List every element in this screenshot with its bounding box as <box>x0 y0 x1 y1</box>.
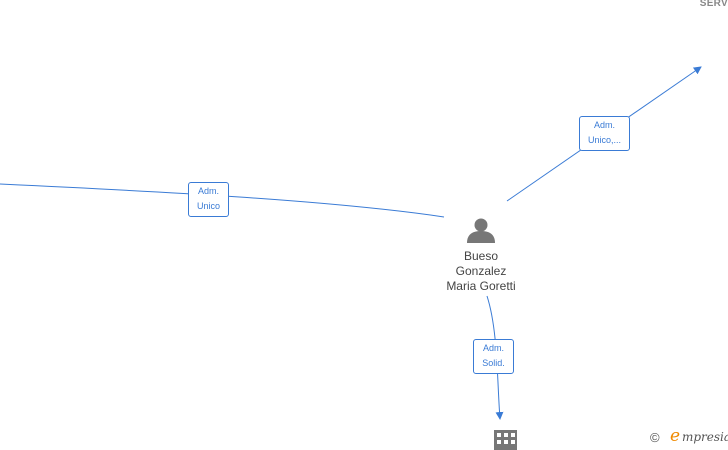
edge-label-upper-line1: Adm. <box>593 120 615 130</box>
edge-label-lower-line1: Adm. <box>482 343 504 353</box>
person-name-line2: Gonzalez <box>455 264 507 278</box>
brand-logo-text: mpresia <box>682 430 728 444</box>
building-icon[interactable] <box>494 430 517 450</box>
edge-left[interactable] <box>0 183 445 218</box>
person-name-line3: Maria Goretti <box>446 279 516 293</box>
person-node-label[interactable]: Bueso Gonzalez Maria Goretti <box>436 249 526 294</box>
edge-label-upper[interactable]: Adm. Unico,... <box>579 116 630 151</box>
edge-label-upper-line2: Unico,... <box>587 135 621 145</box>
edge-label-left-line1: Adm. <box>197 186 219 196</box>
brand-logo-initial: e <box>670 426 681 446</box>
truncated-node-label[interactable]: SERV <box>699 0 728 9</box>
edge-label-lower-line2: Solid. <box>482 358 505 368</box>
person-icon[interactable] <box>467 218 495 244</box>
copyright-symbol: © <box>650 430 660 445</box>
person-name-line1: Bueso <box>463 249 499 263</box>
edge-label-lower[interactable]: Adm. Solid. <box>473 339 514 374</box>
edge-label-left-line2: Unico <box>196 201 220 211</box>
edge-label-left[interactable]: Adm. Unico <box>188 182 229 217</box>
